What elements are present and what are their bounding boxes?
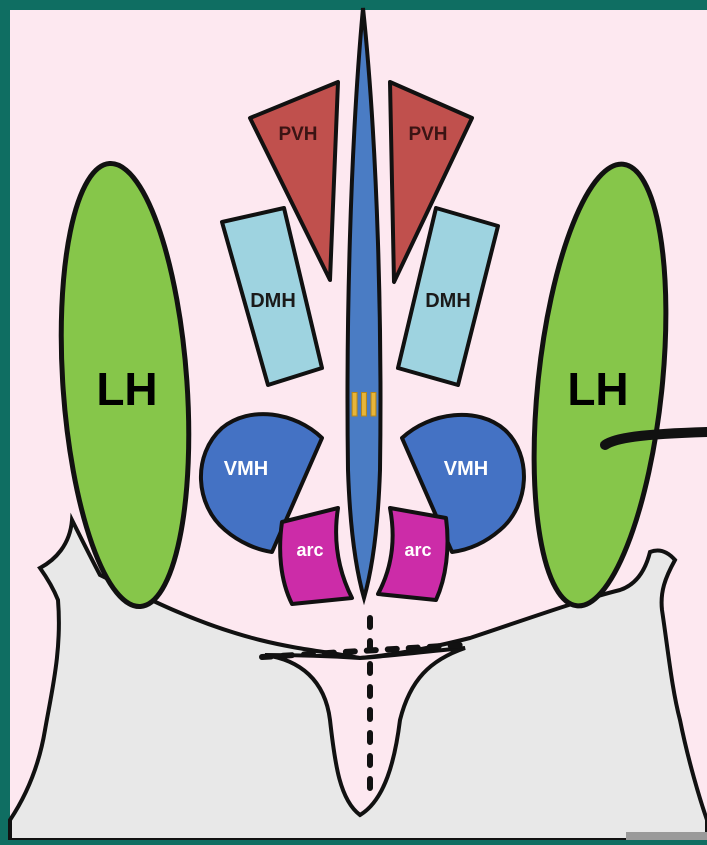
vmh-right-label: VMH	[444, 458, 488, 480]
arc-right-label: arc	[404, 540, 431, 560]
third-ventricle-label: III	[350, 386, 378, 424]
dmh-left-label: DMH	[250, 290, 296, 312]
lh-right-label: LH	[567, 363, 628, 415]
vmh-left-label: VMH	[224, 458, 268, 480]
arc-left-label: arc	[296, 540, 323, 560]
lh-left-label: LH	[96, 363, 157, 415]
pvh-left-label: PVH	[278, 124, 317, 145]
corner-mark	[626, 832, 707, 840]
pvh-right-label: PVH	[408, 124, 447, 145]
dmh-right-label: DMH	[425, 290, 471, 312]
